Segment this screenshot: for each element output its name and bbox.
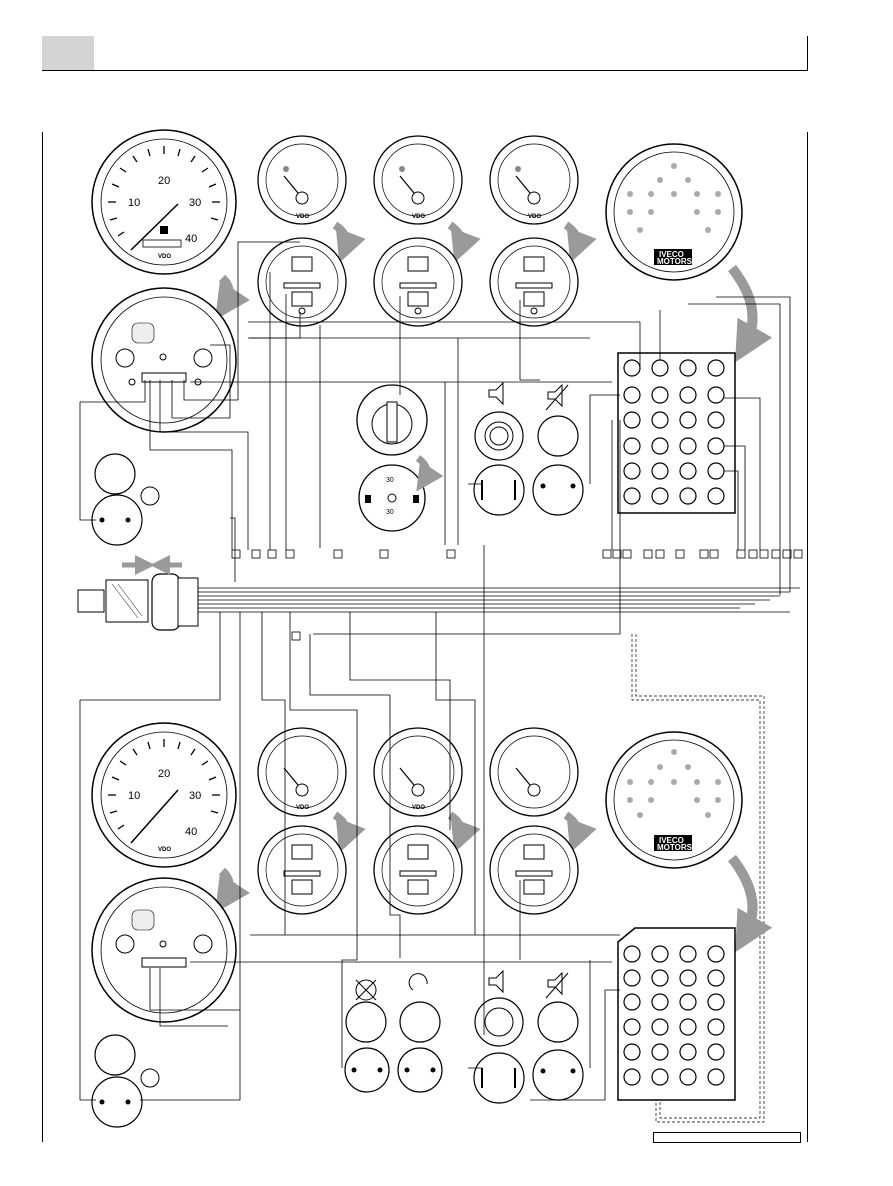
gauge-rear-top-3 (489, 237, 579, 327)
tacho-top-brand: VDO (158, 254, 171, 260)
gauge-rear-bottom-2 (373, 825, 463, 915)
buzzer-top (473, 381, 525, 516)
tacho-bottom-10: 10 (128, 790, 140, 802)
header-rule (42, 70, 808, 71)
gauge-rear-bottom-3 (489, 825, 579, 915)
gauge-rear-top-2 (373, 237, 463, 327)
gauge-temperature-top: VDO (373, 135, 463, 225)
wiring-bottom (79, 545, 620, 1101)
gauge-bottom-1-brand: VDO (296, 805, 309, 811)
connector-block-top (617, 352, 736, 514)
tacho-bottom-brand: VDO (158, 847, 171, 853)
gauge-oil-pressure-top: VDO (257, 135, 347, 225)
tacho-bottom-40: 40 (185, 826, 197, 838)
mute-button-bottom (532, 971, 584, 1101)
iveco-logo-bottom-2: MOTORS (657, 843, 693, 852)
header-tab (42, 36, 94, 70)
gauge-rear-bottom-1 (257, 825, 347, 915)
gauge-voltmeter-top: VDO (489, 135, 579, 225)
gauge-top-3-brand: VDO (528, 214, 541, 220)
tachometer-bottom: 10 20 30 40 VDO (91, 722, 237, 868)
iveco-logo-top-1: IVECO (659, 250, 684, 259)
wiring-top (79, 241, 791, 635)
header-edge (807, 36, 808, 71)
gauge-bottom-2: VDO (373, 727, 463, 817)
gauge-bottom-3 (489, 727, 579, 817)
frame-right (807, 132, 808, 1142)
tachometer-top-rear (91, 287, 237, 433)
buzzer-bottom (473, 969, 525, 1104)
gauge-top-2-brand: VDO (412, 214, 425, 220)
key-switch-label-1: 30 (386, 477, 394, 484)
key-switch-label-2: 30 (386, 509, 394, 516)
frame-left (42, 132, 43, 1142)
footer-box (653, 1132, 801, 1143)
connector-block-bottom (617, 927, 736, 1101)
terminal-row (231, 549, 803, 641)
tachometer-bottom-rear (91, 877, 237, 1023)
mute-button-top (532, 383, 584, 516)
tacho-top-20: 20 (158, 175, 170, 187)
light-switch-bottom (91, 1034, 160, 1128)
switch-reset-bottom (397, 973, 443, 1093)
main-connector (77, 555, 199, 631)
light-switch-top (91, 453, 160, 546)
gauge-bottom-2-brand: VDO (412, 805, 425, 811)
gauge-rear-top-1 (257, 237, 347, 327)
switch-wiper-bottom (344, 979, 390, 1093)
gauge-top-1-brand: VDO (296, 214, 309, 220)
tacho-bottom-30: 30 (189, 790, 201, 802)
tacho-bottom-20: 20 (158, 768, 170, 780)
tacho-top-10: 10 (128, 197, 140, 209)
tacho-top-30: 30 (189, 197, 201, 209)
iveco-logo-top-2: MOTORS (657, 257, 693, 266)
cable-bundle (198, 587, 800, 613)
gauge-bottom-1: VDO (257, 727, 347, 817)
tacho-top-40: 40 (185, 233, 197, 245)
warning-panel-bottom: IVECO MOTORS (605, 731, 743, 869)
tachometer-top: 10 20 30 40 VDO (91, 129, 237, 275)
warning-panel-top: IVECO MOTORS (605, 143, 743, 281)
key-switch: 30 30 (356, 384, 428, 532)
iveco-logo-bottom-1: IVECO (659, 836, 684, 845)
